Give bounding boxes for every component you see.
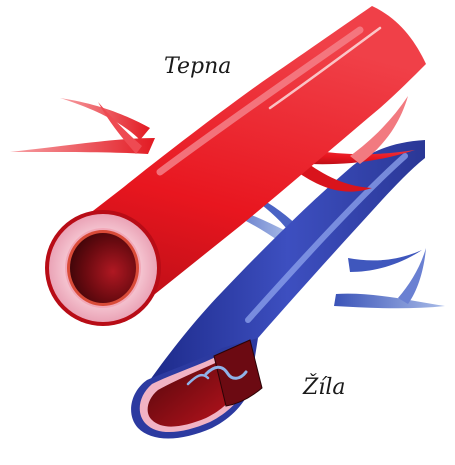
vein-branch-right-tip <box>398 248 426 304</box>
artery-cross-section <box>45 210 161 326</box>
vein-label: Žíla <box>303 375 345 400</box>
artery-branch-left-upper <box>60 98 150 140</box>
vein-branch-right-lower <box>334 294 445 309</box>
vein-branch-right-upper <box>348 250 422 272</box>
artery-label: Tepna <box>164 54 231 79</box>
